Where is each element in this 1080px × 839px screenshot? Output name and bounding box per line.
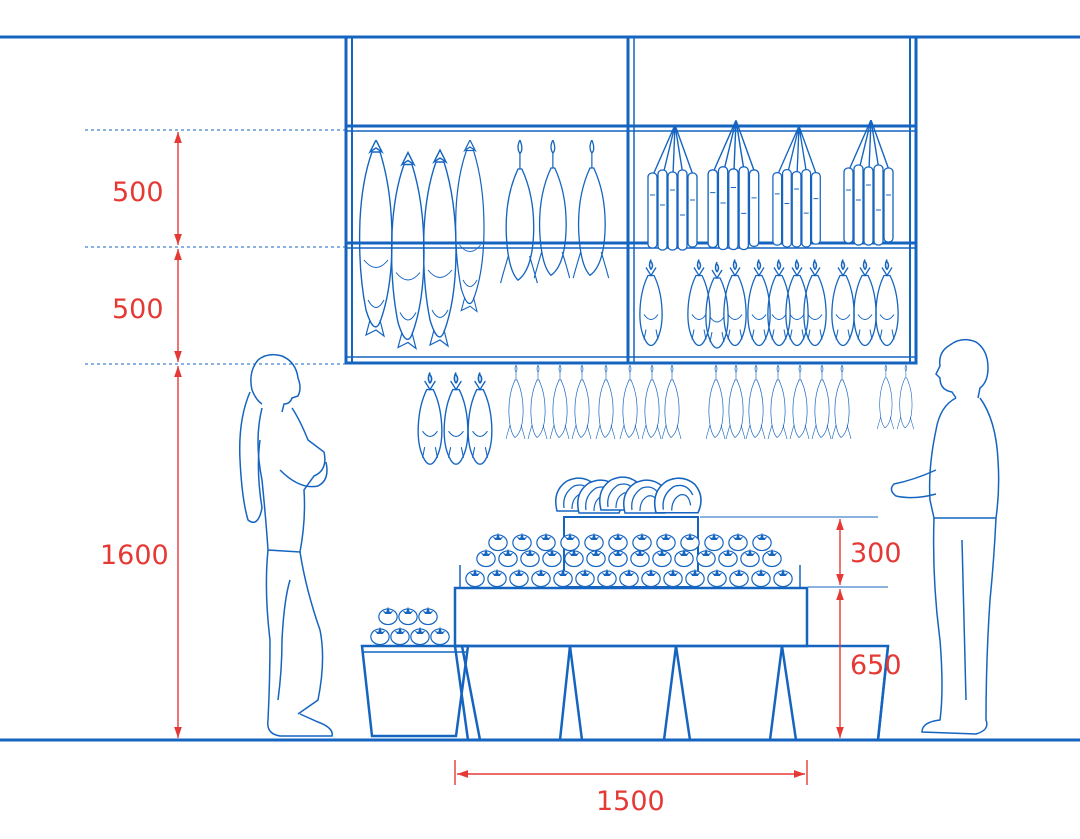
tomato [509,568,529,588]
tomato [696,548,716,568]
tomato [773,568,793,588]
hanging-sausages [647,120,894,251]
hanging-ducks-below [417,365,915,466]
cabbage-display [555,476,702,514]
tomato [674,548,694,568]
hanging-chickens-upper [499,140,610,284]
tomato [584,532,604,552]
dim-table-height: 650 [850,650,902,681]
tomato [718,548,738,568]
tomato [608,548,628,568]
tomato [704,532,724,552]
dim-table-top-tier: 300 [850,538,902,569]
tomato [680,532,700,552]
tomato [418,606,438,626]
tomato [685,568,705,588]
tomato [512,532,532,552]
tomato [652,548,672,568]
tomato [410,626,430,646]
tomato [762,548,782,568]
table-dimension-guides [700,516,888,588]
tomato [430,626,450,646]
tomato [751,568,771,588]
hanging-ducks-rack [639,258,899,349]
person-right-figure [890,338,1000,735]
tomato [398,606,418,626]
tomato [752,532,772,552]
tomato [740,548,760,568]
tomato [597,568,617,588]
tomato [707,568,727,588]
tomato [729,568,749,588]
dimension-guides [85,129,345,365]
tomato [488,532,508,552]
dim-rack-upper: 500 [112,177,164,208]
person-left-figure [238,353,333,737]
dim-rack-lower: 500 [112,294,164,325]
hanging-rack [344,35,918,365]
dim-table-width: 1500 [596,786,665,817]
tomato [553,568,573,588]
tomato [641,568,661,588]
tomato [630,548,650,568]
tomato [465,568,485,588]
dimension-lines [174,132,844,785]
tomato [487,568,507,588]
tomato [619,568,639,588]
tomato [728,532,748,552]
tomato [575,568,595,588]
tomato [378,606,398,626]
tomato [520,548,540,568]
tomato [564,548,584,568]
produce-table [360,516,890,742]
tomato [586,548,606,568]
tomato [608,532,628,552]
tomato [536,532,556,552]
tomato [498,548,518,568]
tomato [663,568,683,588]
tomato [531,568,551,588]
tomato [542,548,562,568]
tomato [390,626,410,646]
tomato [476,548,496,568]
tomato [656,532,676,552]
tomato [632,532,652,552]
tomato [370,626,390,646]
dim-hang-height: 1600 [100,540,169,571]
